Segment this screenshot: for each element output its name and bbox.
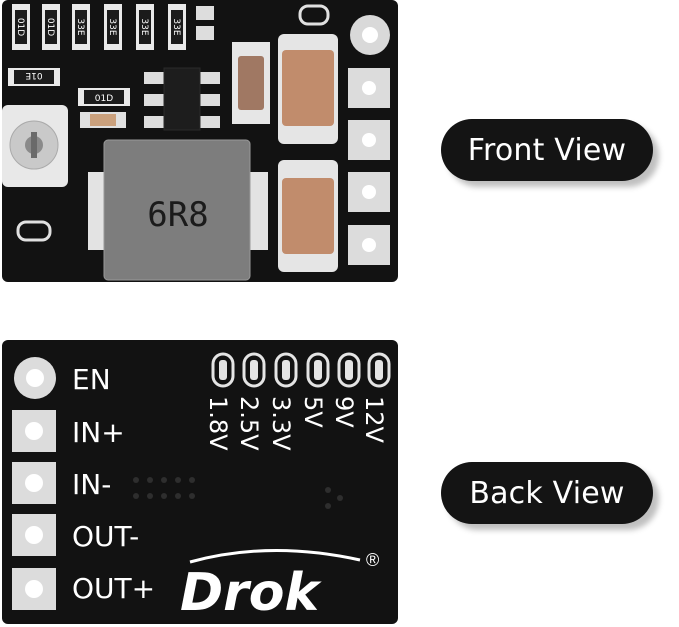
voltage-label: 12V: [360, 396, 388, 444]
pin-label-in-minus: IN-: [72, 468, 111, 501]
back-view-label: Back View: [441, 462, 653, 524]
capacitor: [278, 34, 338, 144]
voltage-label: 1.8V: [204, 396, 232, 451]
front-pads: [348, 68, 390, 265]
pin-label-out-plus: OUT+: [72, 572, 155, 605]
smd-resistor-row: 01D 01D 33E 33E 33E 33E: [12, 4, 186, 50]
back-board: EN IN+ IN- OUT- OUT+ 1.8V 2.5V 3.3V 5V 9…: [2, 340, 398, 624]
front-view-label: Front View: [441, 119, 653, 181]
smd-marking: 33E: [171, 18, 181, 35]
smd-marking: 33E: [75, 18, 85, 35]
voltage-label: 2.5V: [235, 396, 263, 451]
voltage-label: 9V: [330, 396, 358, 428]
smd-marking: 01D: [45, 18, 55, 36]
inductor: 6R8: [88, 139, 268, 281]
brand-name: Drok: [180, 563, 323, 623]
capacitor: [278, 160, 338, 272]
smd-marking: 33E: [139, 18, 149, 35]
back-pads: [12, 357, 56, 610]
trimmer-potentiometer: [2, 105, 68, 187]
voltage-label: 3.3V: [267, 396, 295, 451]
registered-mark: ®: [366, 550, 379, 570]
smd-marking: 33E: [107, 18, 117, 35]
front-board: 01D 01D 33E 33E 33E 33E 01E 01D 6R8: [2, 0, 398, 282]
pin-label-en: EN: [72, 363, 111, 396]
small-marking: 01D: [95, 94, 113, 104]
voltage-jumpers: [211, 352, 391, 388]
inductor-marking: 6R8: [147, 195, 208, 235]
drok-logo: Drok ®: [180, 549, 379, 623]
pin-label-in-plus: IN+: [72, 416, 125, 449]
voltage-label: 5V: [299, 396, 327, 428]
pin-label-out-minus: OUT-: [72, 520, 139, 553]
small-marking: 01E: [25, 70, 42, 80]
smd-marking: 01D: [15, 18, 25, 36]
